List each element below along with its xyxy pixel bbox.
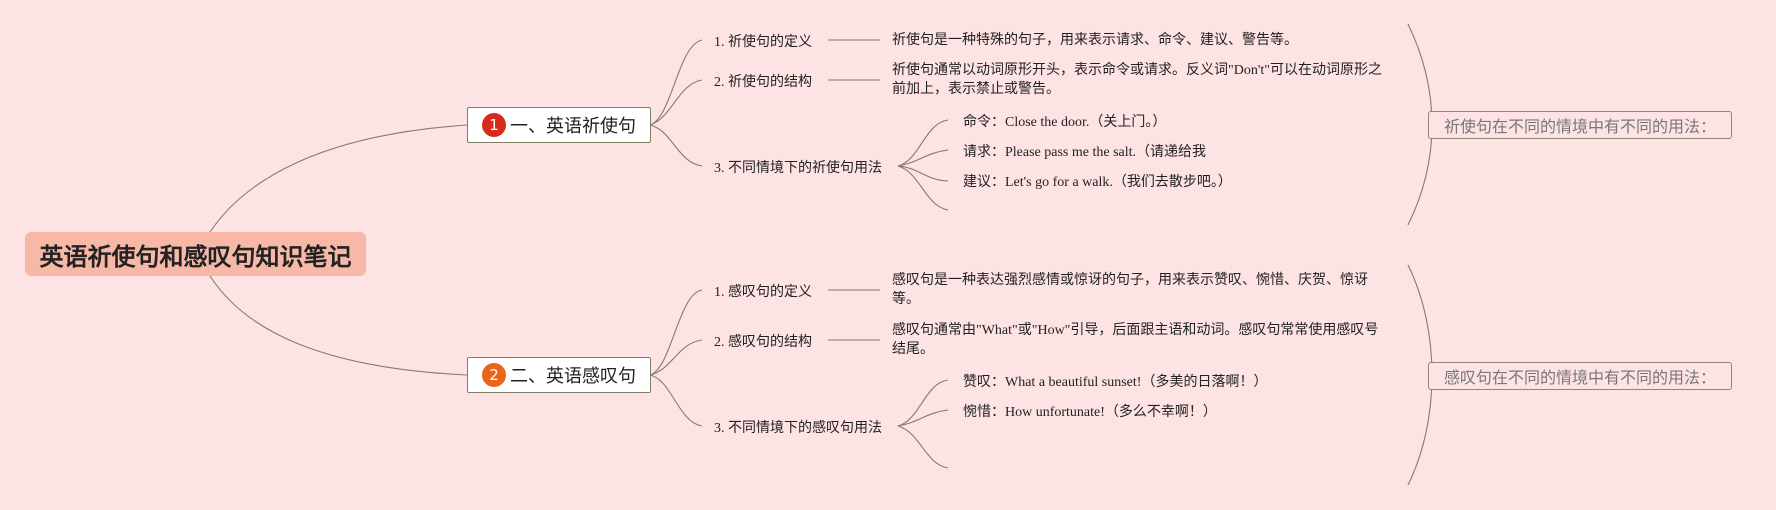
description-exclamatory-structure[interactable]: 感叹句通常由"What"或"How"引导，后面跟主语和动词。感叹句常常使用感叹号… (892, 323, 1379, 357)
connector-b1-s3-i3 (897, 165, 949, 182)
subtopic-label: 3. 不同情境下的感叹句用法 (714, 421, 882, 436)
connector-root-branch-1 (209, 124, 468, 233)
connector-b1-s3 (649, 124, 703, 167)
branch-number-badge: 2 (482, 363, 506, 387)
summary-label: 感叹句在不同的情境中有不同的用法： (1443, 368, 1716, 387)
subtopic-label: 2. 感叹句的结构 (714, 335, 812, 350)
description-exclamatory-definition[interactable]: 感叹句是一种表达强烈感情或惊讶的句子，用来表示赞叹、惋惜、庆贺、惊讶等。 (892, 273, 1368, 307)
usage-item-admiration[interactable]: 赞叹：What a beautiful sunset!（多美的日落啊！） (963, 375, 1268, 390)
subtopic-label: 1. 感叹句的定义 (714, 285, 812, 300)
root-title: 英语祈使句和感叹句知识笔记 (39, 242, 352, 271)
usage-item-request[interactable]: 请求：Please pass me the salt.（请递给我 (963, 145, 1207, 160)
subtopic-imperative-structure[interactable]: 2. 祈使句的结构 (714, 71, 812, 91)
connector-b1-s3-i4 (897, 165, 949, 211)
summary-label: 祈使句在不同的情境中有不同的用法： (1443, 117, 1716, 136)
branch-number-badge: 1 (482, 113, 506, 137)
subtopic-label: 3. 不同情境下的祈使句用法 (714, 161, 882, 176)
connector-b2-s3-i3 (897, 425, 949, 469)
connector-root-branch-2 (209, 275, 468, 376)
summary-imperative[interactable]: 祈使句在不同的情境中有不同的用法： (1428, 111, 1732, 139)
summary-exclamatory[interactable]: 感叹句在不同的情境中有不同的用法： (1428, 362, 1732, 390)
connector-b2-s2 (649, 339, 703, 376)
usage-item-regret[interactable]: 惋惜：How unfortunate!（多么不幸啊！） (963, 405, 1217, 420)
subtopic-label: 2. 祈使句的结构 (714, 75, 812, 90)
connector-b1-s2 (649, 79, 703, 126)
branch-label: 二、英语感叹句 (510, 366, 636, 387)
connector-b1-s3-i1 (897, 119, 949, 167)
subtopic-label: 1. 祈使句的定义 (714, 35, 812, 50)
subtopic-imperative-definition[interactable]: 1. 祈使句的定义 (714, 31, 812, 51)
branch-imperative[interactable]: 1 一、英语祈使句 (467, 107, 651, 143)
usage-item-suggestion[interactable]: 建议：Let's go for a walk.（我们去散步吧。） (963, 175, 1232, 190)
subtopic-exclamatory-structure[interactable]: 2. 感叹句的结构 (714, 331, 812, 351)
description-imperative-definition[interactable]: 祈使句是一种特殊的句子，用来表示请求、命令、建议、警告等。 (892, 33, 1298, 48)
branch-exclamatory[interactable]: 2 二、英语感叹句 (467, 357, 651, 393)
description-imperative-structure[interactable]: 祈使句通常以动词原形开头，表示命令或请求。反义词"Don't"可以在动词原形之前… (892, 63, 1382, 97)
subtopic-imperative-usage[interactable]: 3. 不同情境下的祈使句用法 (714, 157, 882, 177)
connector-b1-s1 (649, 39, 703, 126)
branch-label: 一、英语祈使句 (510, 116, 636, 137)
connector-b2-s3-i1 (897, 379, 949, 427)
connector-b2-s3 (649, 374, 703, 427)
subtopic-exclamatory-usage[interactable]: 3. 不同情境下的感叹句用法 (714, 417, 882, 437)
subtopic-exclamatory-definition[interactable]: 1. 感叹句的定义 (714, 281, 812, 301)
usage-item-command[interactable]: 命令：Close the door.（关上门。） (963, 115, 1167, 130)
root-topic[interactable]: 英语祈使句和感叹句知识笔记 (25, 232, 366, 276)
connector-b2-s1 (649, 289, 703, 376)
connector-b2-s3-i2 (897, 409, 949, 427)
connector-b1-s3-i2 (897, 149, 949, 167)
